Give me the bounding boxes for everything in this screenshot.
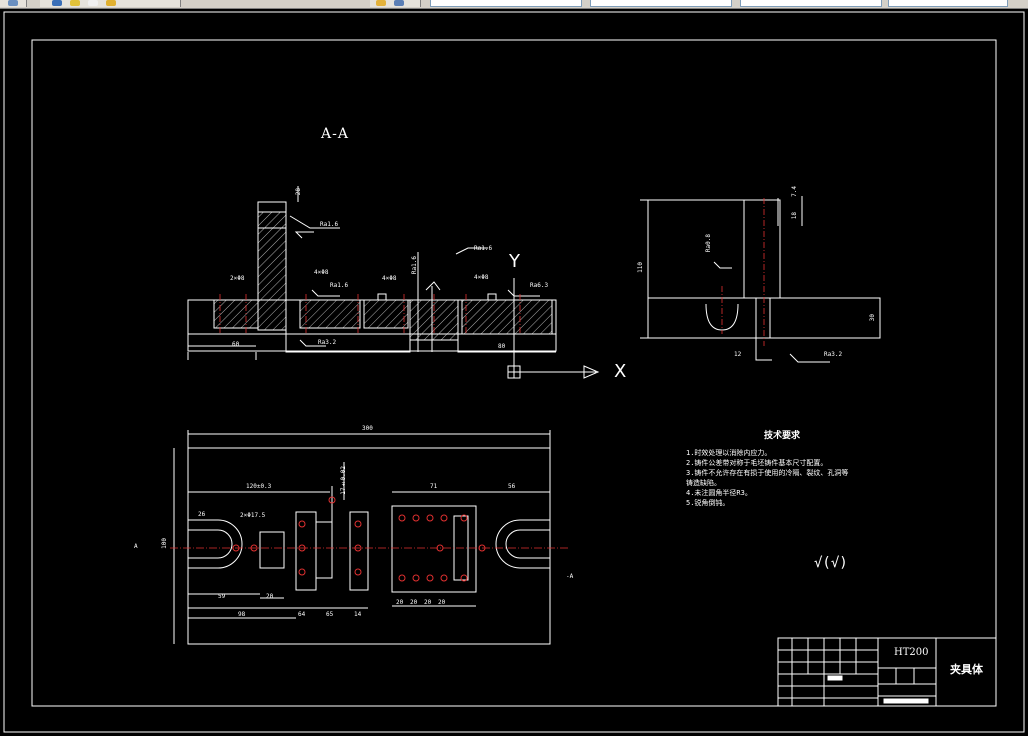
plan-view xyxy=(173,430,551,645)
page-icon[interactable] xyxy=(88,0,98,6)
tech-requirements-list: 1.时效处理以消除内应力。 2.铸件公差带对称于毛坯铸件基本尺寸配置。 3.铸件… xyxy=(686,450,848,510)
toolbar-strip xyxy=(0,0,1028,9)
roughness-slab-1: Ra1.6 xyxy=(330,282,349,289)
dim-tolerance: 17±0.02 xyxy=(340,466,347,495)
dim-plan-98: 98 xyxy=(238,611,246,618)
dim-width-60: 60 xyxy=(232,341,240,348)
linetype-dropdown[interactable] xyxy=(740,0,882,7)
roughness-general-symbol: √(√) xyxy=(814,555,848,571)
roughness-side-2: Ra3.2 xyxy=(824,351,843,358)
section-mark-right: -A xyxy=(566,573,574,580)
dim-side-top: 7.4 xyxy=(791,186,798,197)
axis-y-label: Y xyxy=(509,251,520,272)
dim-side-base: 30 xyxy=(869,314,876,322)
side-view xyxy=(640,196,881,363)
dim-plan-pitch-1: 20 xyxy=(396,599,404,606)
layer-prev-icon[interactable] xyxy=(394,0,404,6)
section-mark-left: A xyxy=(134,543,138,550)
section-label: A-A xyxy=(321,126,349,142)
section-view xyxy=(187,186,557,360)
dim-side-chamfer: 12 xyxy=(734,351,742,358)
dim-hole-2: 4×Φ8 xyxy=(314,269,329,276)
ucs-icon xyxy=(507,278,600,379)
dim-hole-3: 4×Φ8 xyxy=(382,275,397,282)
title-block xyxy=(777,637,997,707)
section-centerlines xyxy=(219,294,521,334)
tech-line: 铸造缺陷。 xyxy=(686,479,721,487)
dim-plan-14: 14 xyxy=(354,611,362,618)
dim-plan-59: 59 xyxy=(218,593,226,600)
dim-hole-1: 2×Φ8 xyxy=(230,275,245,282)
layer-icon[interactable] xyxy=(52,0,62,6)
roughness-slab-4: Ra1.6 xyxy=(411,256,418,275)
dim-side-hole: 18 xyxy=(791,212,798,220)
roughness-bottom: Ra3.2 xyxy=(318,339,337,346)
layer-state-icon[interactable] xyxy=(376,0,386,6)
bulb-icon[interactable] xyxy=(106,0,116,6)
tech-requirements-title: 技术要求 xyxy=(764,431,801,441)
window-icon xyxy=(8,0,18,6)
dim-plan-pitch-3: 20 xyxy=(424,599,432,606)
toolbar-group-layers[interactable] xyxy=(370,0,421,7)
layer-dropdown[interactable] xyxy=(430,0,582,7)
tech-line: 2.铸件公差带对称于毛坯铸件基本尺寸配置。 xyxy=(686,459,828,467)
dim-plan-65: 65 xyxy=(326,611,334,618)
material-label: HT200 xyxy=(894,647,929,658)
side-centerlines xyxy=(721,198,765,346)
dim-overall-length: 300 xyxy=(362,425,373,432)
drawing-canvas[interactable] xyxy=(0,8,1028,736)
outer-frame xyxy=(3,11,1025,733)
plotstyle-dropdown[interactable] xyxy=(888,0,1008,7)
dim-plan-71: 71 xyxy=(430,483,438,490)
dim-width-80: 80 xyxy=(498,343,506,350)
dim-plan-width: 100 xyxy=(161,538,168,549)
dim-plan-56: 56 xyxy=(508,483,516,490)
dim-plan-20: 20 xyxy=(266,593,274,600)
dim-plan-pitch-2: 20 xyxy=(410,599,418,606)
roughness-post: Ra1.6 xyxy=(320,221,339,228)
dim-side-height: 110 xyxy=(637,262,644,273)
tech-line: 5.锐角倒钝。 xyxy=(686,499,730,507)
dim-plan-64: 64 xyxy=(298,611,306,618)
tech-line: 4.未注圆角半径R3。 xyxy=(686,489,752,497)
sun-icon[interactable] xyxy=(70,0,80,6)
toolbar-group-standard[interactable] xyxy=(40,0,181,7)
roughness-slab-2: Ra1.6 xyxy=(474,245,493,252)
axis-x-label: X xyxy=(614,361,627,382)
dim-post-top: 28 xyxy=(295,188,302,196)
inner-frame xyxy=(31,39,997,707)
tech-line: 1.时效处理以消除内应力。 xyxy=(686,449,772,457)
part-name-label: 夹具体 xyxy=(950,663,983,676)
tech-line: 3.铸件不允许存在有损于使用的冷隔、裂纹、孔洞等 xyxy=(686,469,849,477)
roughness-slab-3: Ra6.3 xyxy=(530,282,549,289)
dim-slot-radius: 2×Φ17.5 xyxy=(240,512,266,519)
dim-plan-pitch-4: 20 xyxy=(438,599,446,606)
roughness-side-1: Ra0.8 xyxy=(705,234,712,253)
dim-plan-26: 26 xyxy=(198,511,206,518)
app-menu-button[interactable] xyxy=(0,0,27,7)
dim-hole-spacing: 120±0.3 xyxy=(246,483,272,490)
color-dropdown[interactable] xyxy=(590,0,732,7)
dim-hole-4: 4×Φ8 xyxy=(474,274,489,281)
